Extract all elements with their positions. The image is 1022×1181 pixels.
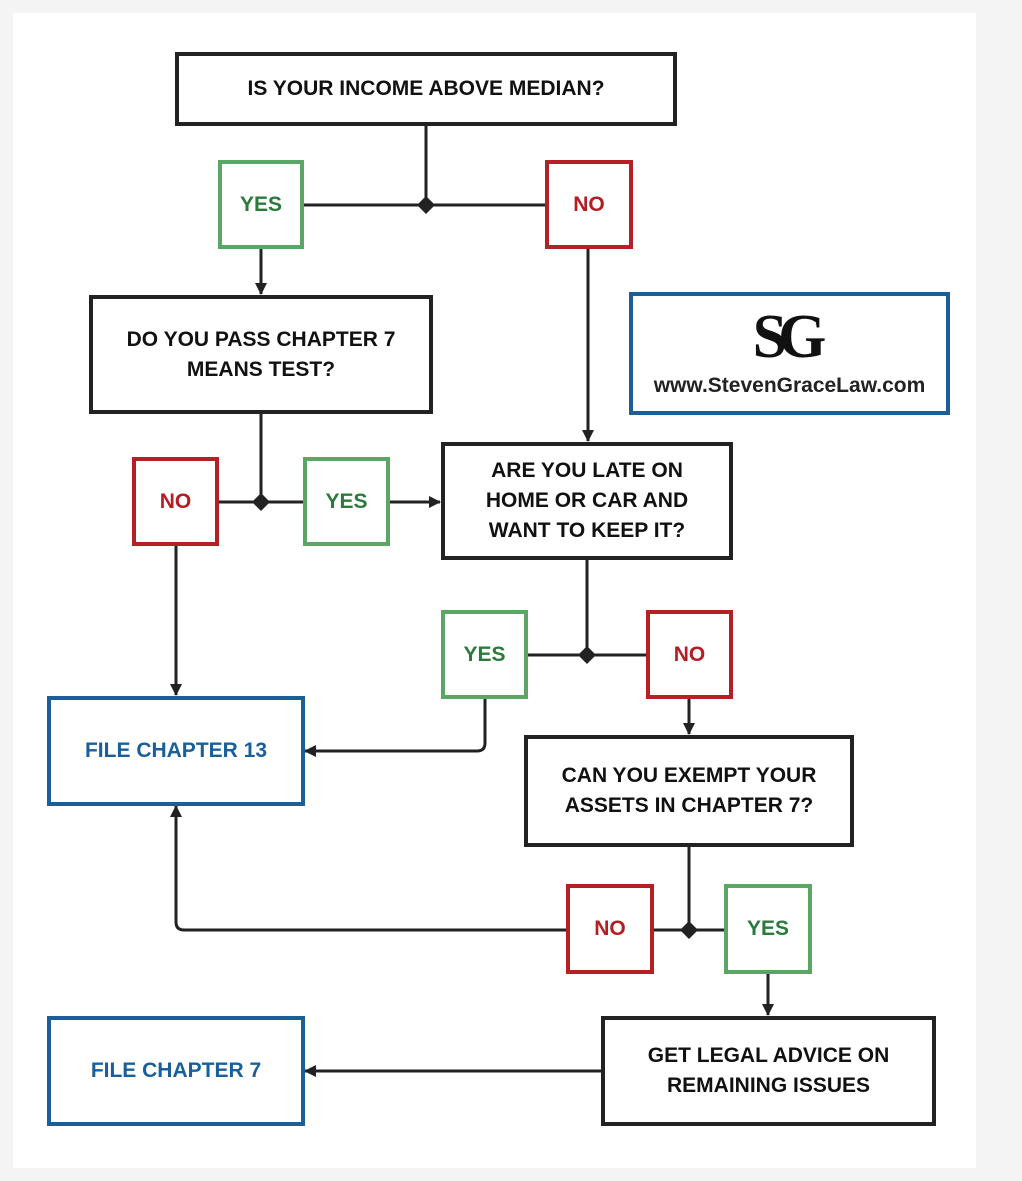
result-file-chapter-7: FILE CHAPTER 7 [47, 1016, 305, 1126]
yes-text: YES [746, 917, 790, 940]
connector-late-branch [525, 559, 648, 657]
question-text: CAN YOU EXEMPT YOUR [561, 764, 817, 787]
result-text: FILE CHAPTER 7 [90, 1059, 262, 1082]
yes-text: YES [239, 192, 283, 216]
question-text: DO YOU PASS CHAPTER 7 [126, 327, 396, 351]
no-text: NO [573, 192, 605, 216]
yes-label: YES [303, 457, 390, 546]
no-text: NO [594, 917, 626, 940]
question-exempt-assets: CAN YOU EXEMPT YOUR ASSETS IN CHAPTER 7? [524, 735, 854, 847]
connector-no-to-ch13-loop [170, 805, 568, 932]
question-text: IS YOUR INCOME ABOVE MEDIAN? [247, 77, 605, 100]
yes-text: YES [463, 642, 506, 666]
decision-diamond [252, 493, 270, 511]
yes-label: YES [218, 160, 304, 249]
question-text: ARE YOU LATE ON [491, 459, 683, 482]
yes-text: YES [325, 489, 368, 513]
no-label: NO [132, 457, 219, 546]
question-income-above-median: IS YOUR INCOME ABOVE MEDIAN? [175, 52, 677, 126]
yes-label: YES [441, 610, 528, 699]
action-legal-advice: GET LEGAL ADVICE ON REMAINING ISSUES [601, 1016, 936, 1126]
question-text: MEANS TEST? [186, 357, 336, 381]
no-label: NO [545, 160, 633, 249]
question-means-test: DO YOU PASS CHAPTER 7 MEANS TEST? [89, 295, 433, 414]
decision-diamond [417, 196, 435, 214]
no-text: NO [159, 489, 192, 513]
question-text: HOME OR CAR AND [485, 489, 689, 512]
logo-monogram: SG [752, 303, 827, 371]
question-late-on-home-or-car: ARE YOU LATE ON HOME OR CAR AND WANT TO … [441, 442, 733, 560]
question-text: REMAINING ISSUES [666, 1074, 871, 1097]
no-label: NO [566, 884, 654, 974]
no-text: NO [673, 642, 706, 666]
yes-label: YES [724, 884, 812, 974]
question-text: WANT TO KEEP IT? [488, 519, 686, 542]
connector-exempt-branch [651, 845, 727, 932]
logo-website-url[interactable]: www.StevenGraceLaw.com [653, 374, 926, 397]
result-text: FILE CHAPTER 13 [84, 739, 268, 762]
question-text: GET LEGAL ADVICE ON [647, 1044, 890, 1067]
result-file-chapter-13: FILE CHAPTER 13 [47, 696, 305, 806]
law-firm-logo: SG www.StevenGraceLaw.com [629, 292, 950, 415]
connector-yes-to-ch13 [304, 697, 487, 757]
question-text: ASSETS IN CHAPTER 7? [564, 794, 814, 817]
decision-diamond [578, 646, 596, 664]
decision-diamond [680, 921, 698, 939]
connector-income-branch [302, 124, 546, 207]
no-label: NO [646, 610, 733, 699]
connector-means-branch [217, 413, 305, 504]
